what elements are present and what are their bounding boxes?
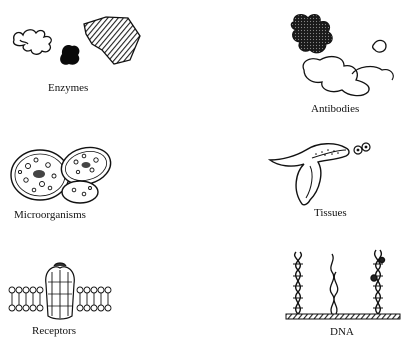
enzymes-label: Enzymes — [48, 82, 88, 94]
tissue-peel-shape — [270, 144, 349, 205]
tissues-illustration — [262, 138, 382, 208]
dna-strand-1 — [293, 252, 303, 314]
enzyme-outline-shape — [14, 30, 52, 54]
tissues-label: Tissues — [314, 207, 347, 219]
dna-base-surface — [286, 314, 400, 319]
enzymes-illustration — [6, 14, 156, 76]
receptor-protein — [46, 263, 75, 319]
receptors-illustration — [8, 262, 112, 322]
hatched-enzyme-shape — [84, 17, 140, 64]
antigen-large-shape — [303, 57, 369, 96]
dna-strand-2 — [330, 254, 337, 314]
dna-strand-3 — [371, 250, 385, 314]
dna-label: DNA — [330, 326, 354, 338]
cell-bottom — [62, 181, 98, 203]
antibody-dark-shape — [291, 15, 332, 53]
receptors-label: Receptors — [32, 325, 76, 337]
antibodies-illustration — [282, 8, 400, 100]
cell-left — [11, 150, 69, 200]
substrate-blob — [60, 45, 79, 65]
microorganisms-label: Microorganisms — [14, 209, 86, 221]
antibodies-label: Antibodies — [311, 103, 359, 115]
dna-illustration — [284, 248, 402, 324]
antigen-small-shape — [373, 40, 386, 52]
antigen-wavy-shape — [352, 67, 393, 80]
microorganisms-illustration — [6, 138, 114, 208]
